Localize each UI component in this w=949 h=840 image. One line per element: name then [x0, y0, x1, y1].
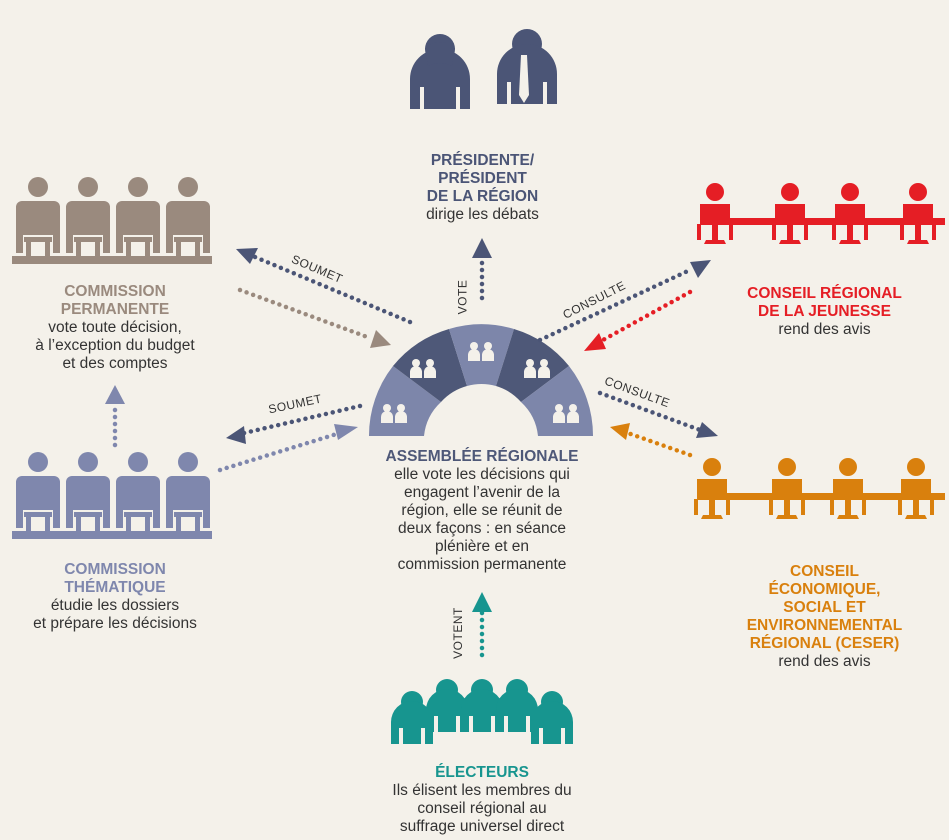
commission-thematique-title-line-2: THÉMATIQUE [64, 579, 166, 596]
ceser-title-line-1: CONSEIL [790, 563, 859, 580]
arrow-thematique-to-assemblee [217, 430, 343, 473]
assemblee-desc-line-2: engagent l’avenir de la [404, 484, 560, 501]
jeunesse-icon [697, 183, 945, 244]
president-title-line-2: PRÉSIDENT [438, 170, 527, 187]
jeunesse-label: CONSEIL RÉGIONAL DE LA JEUNESSE rend des… [712, 285, 937, 339]
president-title-line-3: DE LA RÉGION [426, 188, 539, 205]
electeurs-desc-line-3: suffrage universel direct [399, 818, 565, 835]
jeunesse-title-line-2: DE LA JEUNESSE [758, 303, 891, 320]
arrow-ceser-to-assemblee [622, 429, 693, 458]
commission-permanente-desc-line-2: à l’exception du budget [35, 337, 195, 354]
electeurs-label: ÉLECTEURS Ils élisent les membres du con… [352, 764, 612, 836]
assemblee-desc-line-1: elle vote les décisions qui [394, 466, 570, 483]
president-label: PRÉSIDENTE/ PRÉSIDENT DE LA RÉGION dirig… [365, 152, 600, 224]
assemblee-desc-line-6: commission permanente [397, 556, 567, 573]
arrow-label-votent: VOTENT [450, 607, 465, 659]
electeurs-desc-line-2: conseil régional au [417, 800, 547, 817]
commission-thematique-label: COMMISSION THÉMATIQUE étudie les dossier… [0, 561, 230, 633]
ceser-title-line-3: SOCIAL ET [783, 599, 866, 616]
commission-permanente-desc-line-3: et des comptes [62, 355, 168, 372]
ceser-title-line-2: ÉCONOMIQUE, [768, 581, 881, 598]
commission-thematique-desc-line-2: et prépare les décisions [33, 615, 197, 632]
ceser-icon [694, 458, 945, 519]
assemblee-title: ASSEMBLÉE RÉGIONALE [385, 448, 579, 465]
electeurs-desc-line-1: Ils élisent les membres du [392, 782, 572, 799]
commission-permanente-icon [12, 177, 212, 264]
president-icon [410, 29, 557, 109]
arrowheads [105, 238, 718, 612]
ceser-title-line-5: RÉGIONAL (CESER) [749, 635, 900, 652]
commission-permanente-label: COMMISSION PERMANENTE vote toute décisio… [0, 283, 230, 373]
arrow-soumet-left [237, 403, 363, 437]
assemblee-desc-line-3: région, elle se réunit de [401, 502, 563, 519]
ceser-title-line-4: ENVIRONNEMENTAL [746, 617, 903, 634]
commission-thematique-desc-line-1: étudie les dossiers [50, 597, 180, 614]
commission-permanente-desc-line-1: vote toute décision, [48, 319, 182, 336]
commission-thematique-icon [12, 452, 212, 539]
arrow-soumet-top [252, 254, 413, 325]
president-desc: dirige les débats [426, 206, 539, 223]
arrow-label-vote: VOTE [455, 279, 470, 315]
ceser-desc: rend des avis [778, 653, 871, 670]
ceser-label: CONSEIL ÉCONOMIQUE, SOCIAL ET ENVIRONNEM… [712, 563, 937, 671]
commission-thematique-title-line-1: COMMISSION [64, 561, 166, 578]
commission-permanente-title-line-2: PERMANENTE [60, 301, 170, 318]
jeunesse-title-line-1: CONSEIL RÉGIONAL [747, 285, 902, 302]
arrow-permanente-to-assemblee [237, 287, 373, 341]
assemblee-label: ASSEMBLÉE RÉGIONALE elle vote les décisi… [355, 448, 609, 574]
assemblee-desc-line-4: deux façons : en séance [397, 520, 567, 537]
commission-permanente-title-line-1: COMMISSION [64, 283, 166, 300]
arrow-consulte-right [597, 390, 703, 433]
assemblee-desc-line-5: plénière et en [435, 538, 529, 555]
arrows [112, 254, 703, 658]
arrow-jeunesse-to-assemblee [600, 289, 693, 343]
electeurs-icon [391, 679, 573, 744]
hemicycle-icon [368, 324, 594, 436]
electeurs-title: ÉLECTEURS [435, 764, 529, 781]
jeunesse-desc: rend des avis [778, 321, 871, 338]
arrow-consulte-top [537, 267, 693, 343]
president-title-line-1: PRÉSIDENTE/ [430, 152, 535, 169]
